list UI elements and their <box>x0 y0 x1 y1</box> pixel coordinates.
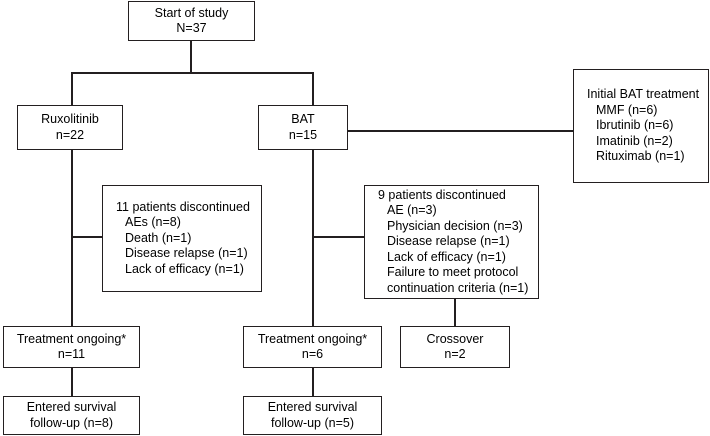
node-ruxolitinib[interactable]: Ruxolitinib n=22 <box>17 105 123 150</box>
ruxolitinib-discontinued-line-4: Disease relapse (n=1) <box>125 246 248 261</box>
connector-split-to-bat <box>312 72 314 105</box>
node-bat-treatment-ongoing[interactable]: Treatment ongoing* n=6 <box>243 326 382 368</box>
node-ruxolitinib-treatment-ongoing[interactable]: Treatment ongoing* n=11 <box>3 326 140 368</box>
ruxolitinib-line-2: n=22 <box>55 127 85 142</box>
connector-split-to-ruxolitinib <box>71 72 73 105</box>
start-of-study-line-2: N=37 <box>176 21 207 35</box>
bat-discontinued-line-7: continuation criteria (n=1) <box>387 280 529 295</box>
connector-bat-trunk <box>312 149 314 326</box>
connector-bat-to-discontinued <box>312 236 364 238</box>
connector-bat-ongoing-to-survival <box>312 368 314 396</box>
connector-ruxolitinib-trunk <box>71 149 73 326</box>
connector-split-bar <box>71 72 314 74</box>
crossover-line-1: Crossover <box>426 331 484 346</box>
initial-bat-treatment-line-4: Imatinib (n=2) <box>596 133 673 148</box>
bat-ongoing-line-1: Treatment ongoing* <box>257 331 368 346</box>
connector-discontinued-to-crossover <box>454 299 456 326</box>
bat-discontinued-line-6: Failure to meet protocol <box>387 265 519 280</box>
node-bat-entered-survival-followup[interactable]: Entered survival follow-up (n=5) <box>243 396 382 435</box>
bat-discontinued-line-2: AE (n=3) <box>387 203 437 218</box>
bat-line-1: BAT <box>291 112 315 126</box>
ruxolitinib-line-1: Ruxolitinib <box>41 112 99 126</box>
rux-ongoing-line-2: n=11 <box>57 347 86 361</box>
bat-survival-line-1: Entered survival <box>267 400 358 414</box>
ruxolitinib-discontinued-line-1: 11 patients discontinued <box>116 199 250 214</box>
node-crossover[interactable]: Crossover n=2 <box>400 326 510 368</box>
rux-ongoing-line-1: Treatment ongoing* <box>16 331 127 346</box>
initial-bat-treatment-line-1: Initial BAT treatment <box>587 87 700 102</box>
bat-discontinued-line-1: 9 patients discontinued <box>378 187 506 202</box>
initial-bat-treatment-line-3: Ibrutinib (n=6) <box>596 118 674 133</box>
bat-survival-line-2: follow-up (n=5) <box>270 415 355 430</box>
initial-bat-treatment-line-2: MMF (n=6) <box>596 102 658 117</box>
connector-ruxolitinib-to-discontinued <box>71 236 102 238</box>
connector-rux-ongoing-to-survival <box>71 368 73 396</box>
bat-discontinued-line-4: Disease relapse (n=1) <box>387 234 510 249</box>
ruxolitinib-discontinued-line-3: Death (n=1) <box>125 230 192 245</box>
connector-bat-to-initial-bat-treatment <box>347 130 574 132</box>
rux-survival-line-2: follow-up (n=8) <box>29 415 114 430</box>
ruxolitinib-discontinued-line-5: Lack of efficacy (n=1) <box>125 261 244 276</box>
bat-line-2: n=15 <box>288 127 318 142</box>
node-start-of-study[interactable]: Start of study N=37 <box>128 1 255 41</box>
start-of-study-line-1: Start of study <box>154 5 229 20</box>
bat-discontinued-line-3: Physician decision (n=3) <box>387 218 523 233</box>
initial-bat-treatment-line-5: Rituximab (n=1) <box>596 149 685 164</box>
bat-ongoing-line-2: n=6 <box>301 347 324 361</box>
node-bat-discontinued[interactable]: 9 patients discontinued AE (n=3) Physici… <box>364 185 539 299</box>
node-ruxolitinib-discontinued[interactable]: 11 patients discontinued AEs (n=8) Death… <box>102 185 262 292</box>
node-initial-bat-treatment[interactable]: Initial BAT treatment MMF (n=6) Ibrutini… <box>573 69 709 183</box>
bat-discontinued-line-5: Lack of efficacy (n=1) <box>387 249 506 264</box>
crossover-line-2: n=2 <box>444 347 466 361</box>
rux-survival-line-1: Entered survival <box>26 400 117 414</box>
ruxolitinib-discontinued-line-2: AEs (n=8) <box>125 215 181 230</box>
node-bat[interactable]: BAT n=15 <box>258 105 348 150</box>
node-ruxolitinib-entered-survival-followup[interactable]: Entered survival follow-up (n=8) <box>3 396 140 435</box>
connector-start-to-split <box>190 40 192 73</box>
